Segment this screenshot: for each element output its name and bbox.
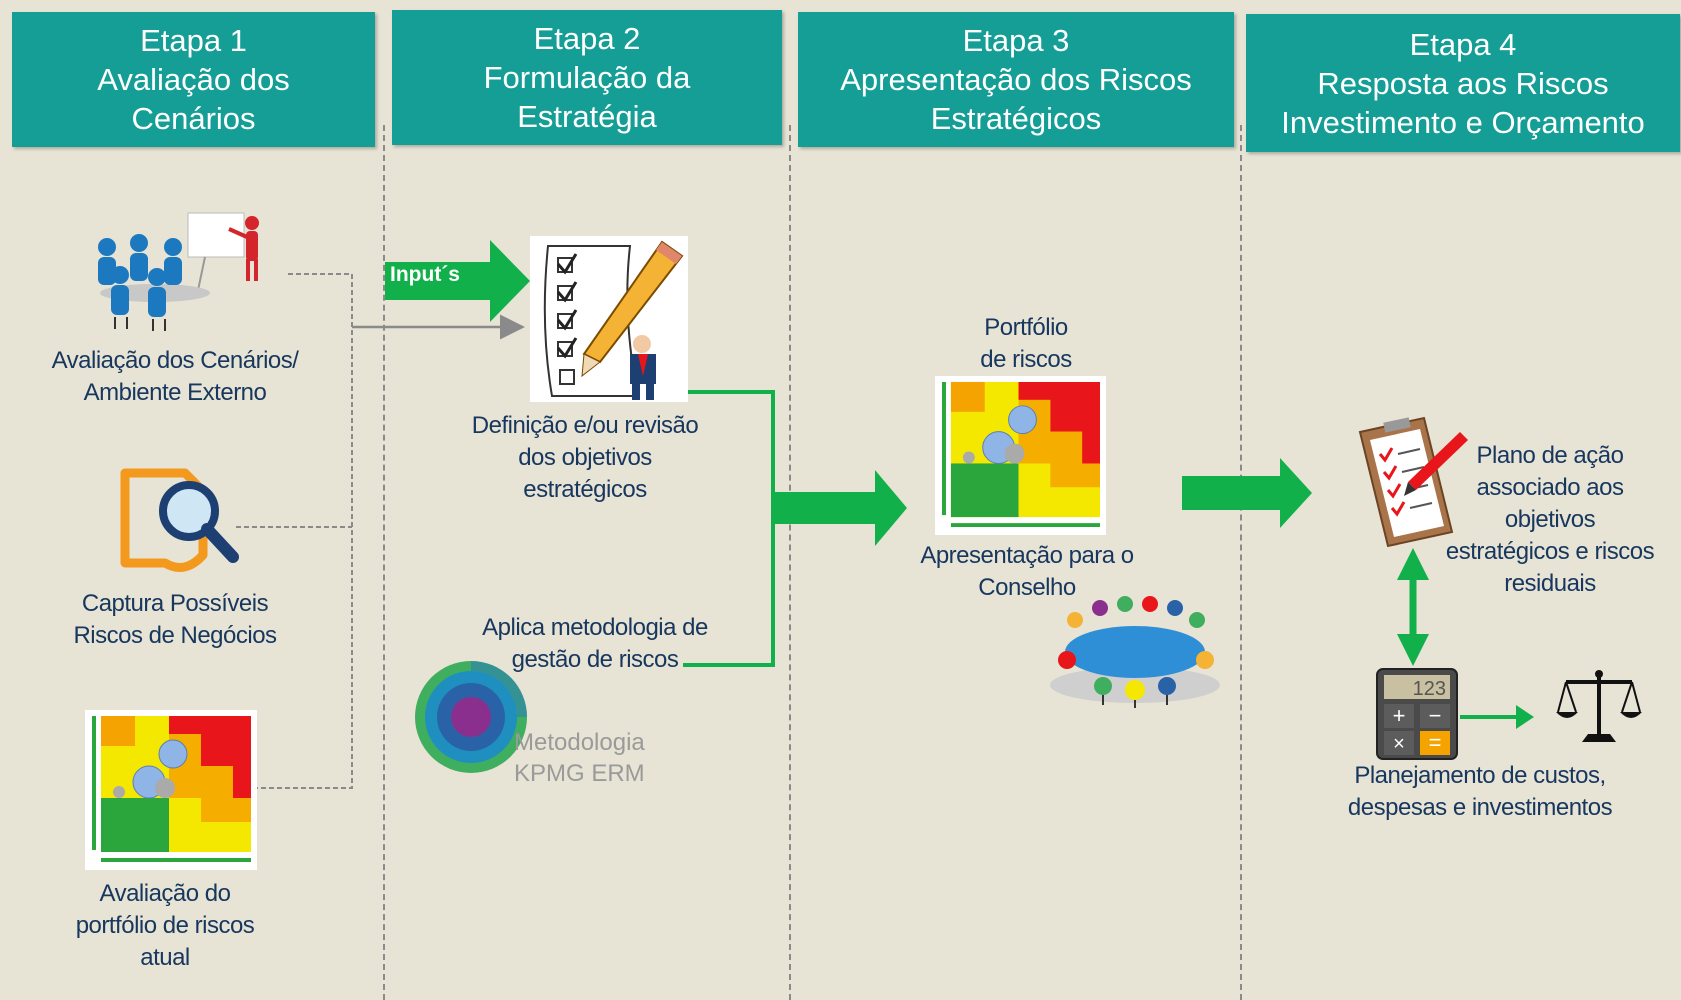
methodology-label-line-2: gestão de riscos [511,646,679,673]
arrow-stage2-to-stage3 [775,470,907,546]
svg-text:×: × [1393,733,1405,755]
stage-2-subtitle-line-2: Estratégia [517,99,657,134]
action-plan-label: Plano de ação associado aos objetivos es… [1422,440,1678,600]
inputs-arrow-label: Input´s [390,263,460,286]
definition-label: Definição e/ou revisão dos objetivos est… [440,410,730,506]
methodology-label-line-1: Aplica metodologia de [482,614,708,641]
stage-4-subtitle-line-2: Investimento e Orçamento [1281,104,1645,140]
board-presentation-label: Apresentação para o Conselho [892,540,1162,604]
stage-1-subtitle-line-1: Avaliação dos [97,62,290,97]
scenario-label: Avaliação dos Cenários/ Ambiente Externo [20,345,330,409]
stage-2-subtitle-line-1: Formulação da [483,60,691,95]
current-portfolio-label-line-3: atual [140,944,190,971]
board-presentation-label-line-1: Apresentação para o [920,542,1134,569]
method-name-line-2: KPMG ERM [514,760,645,787]
risk-portfolio-heatmap-icon [935,376,1106,535]
capture-label-line-1: Captura Possíveis [81,590,269,617]
magnifier-document-icon [120,468,239,572]
capture-label-line-2: Riscos de Negócios [73,622,277,649]
method-name: Metodologia KPMG ERM [514,727,645,789]
meeting-icon [98,212,259,331]
method-name-line-1: Metodologia [514,729,645,756]
planning-label: Planejamento de custos, despesas e inves… [1305,760,1655,824]
stage-2-header: Etapa 2 Formulação da Estratégia [392,10,782,145]
definition-label-line-1: Definição e/ou revisão [471,412,699,439]
svg-text:+: + [1393,703,1406,728]
risk-portfolio-title-line-1: Portfólio [984,314,1068,341]
stage-4-title: Etapa 4 [1409,26,1517,62]
action-plan-label-line-2: associado aos [1476,474,1624,501]
current-portfolio-label-line-1: Avaliação do [99,880,232,907]
risk-portfolio-title: Portfólio de riscos [926,312,1126,376]
stage-4-subtitle-line-1: Resposta aos Riscos [1317,65,1609,101]
calculator-icon: 123 + − × = [1376,668,1458,760]
planning-label-line-2: despesas e investimentos [1347,794,1613,821]
action-plan-label-line-4: estratégicos e riscos [1445,538,1655,565]
kpmg-erm-wheel-icon [415,661,527,773]
stage-1-title: Etapa 1 [140,23,247,58]
column-separator-1 [383,125,385,1000]
board-presentation-label-line-2: Conselho [978,574,1076,601]
scenario-label-line-1: Avaliação dos Cenários/ [51,347,299,374]
column-separator-2 [789,125,791,1000]
scenario-label-line-2: Ambiente Externo [83,379,267,406]
stage-3-subtitle-line-1: Apresentação dos Riscos [840,62,1192,97]
clipboard-checklist-icon [1358,416,1468,548]
inputs-arrow [385,240,530,322]
arrow-calculator-to-scales [1460,705,1534,729]
planning-label-line-1: Planejamento de custos, [1354,762,1606,789]
stage-3-title: Etapa 3 [962,23,1070,58]
definition-label-line-2: dos objetivos [518,444,652,471]
current-portfolio-label: Avaliação do portfólio de riscos atual [40,878,290,974]
svg-text:=: = [1429,730,1442,755]
stage-4-header: Etapa 4 Resposta aos Riscos Investimento… [1246,14,1680,152]
action-plan-label-line-5: residuais [1504,570,1596,597]
current-portfolio-label-line-2: portfólio de riscos [75,912,255,939]
scales-icon [1556,670,1642,742]
double-arrow-vertical [1397,548,1429,666]
checklist-pencil-icon [530,236,688,402]
boardroom-table-icon [1050,596,1220,708]
stage-3-header: Etapa 3 Apresentação dos Riscos Estratég… [798,12,1234,147]
stage-3-subtitle-line-2: Estratégicos [930,101,1102,136]
stage2-bracket [683,390,775,667]
definition-label-line-3: estratégicos [523,476,647,503]
action-plan-label-line-3: objetivos [1504,506,1596,533]
capture-label: Captura Possíveis Riscos de Negócios [30,588,320,652]
risk-portfolio-title-line-2: de riscos [980,346,1072,373]
arrow-stage3-to-stage4 [1182,458,1312,528]
column-separator-3 [1240,125,1242,1000]
methodology-label: Aplica metodologia de gestão de riscos [445,612,745,676]
calculator-display: 123 [1413,678,1446,700]
stage1-dashed-connectors [236,273,353,789]
stage-1-subtitle-line-2: Cenários [131,101,256,136]
svg-text:−: − [1429,703,1442,728]
stage-2-title: Etapa 2 [533,21,641,56]
action-plan-label-line-1: Plano de ação [1476,442,1624,469]
stage-1-header: Etapa 1 Avaliação dos Cenários [12,12,375,147]
risk-heatmap-icon [85,710,257,870]
